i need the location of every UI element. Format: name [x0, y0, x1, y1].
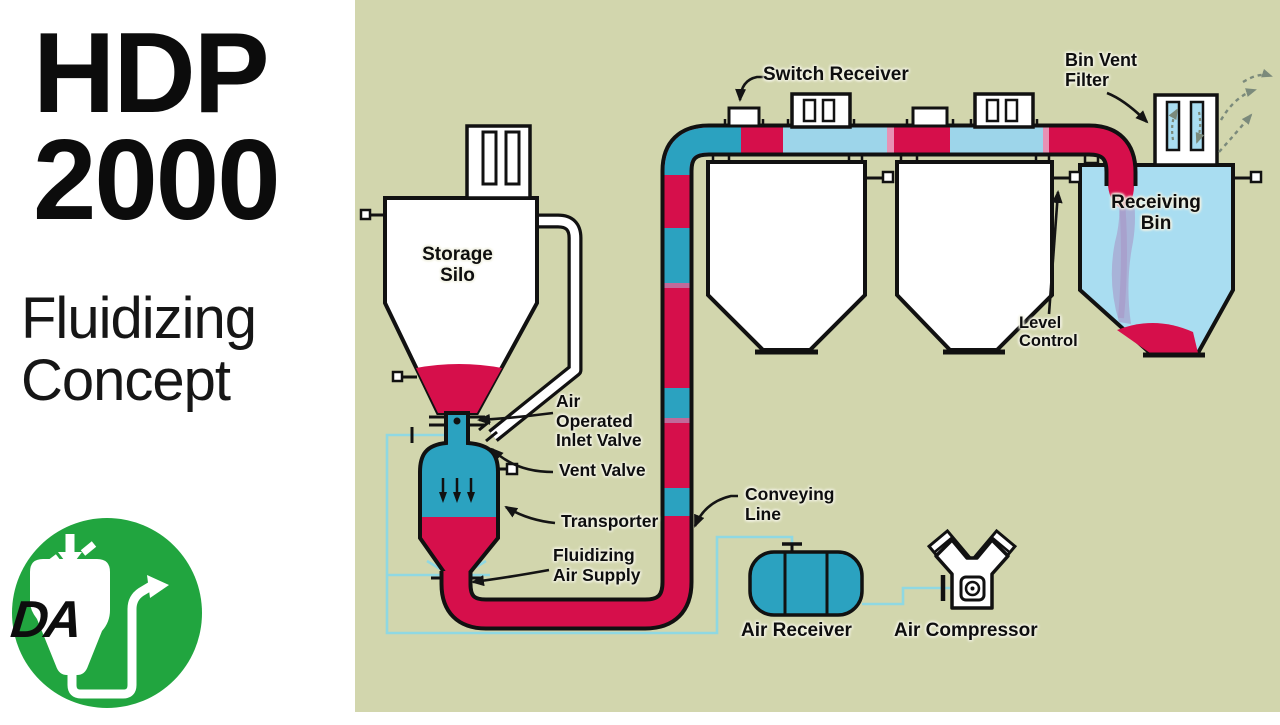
- page-subtitle: Fluidizing Concept: [21, 286, 257, 413]
- hopper-1: [706, 150, 895, 355]
- conveying-line: [439, 119, 1138, 631]
- label-arrows: [471, 75, 1149, 587]
- storage-silo-vent-pipe: [488, 213, 583, 442]
- page-title: HDP 2000: [33, 10, 281, 244]
- air-line-valve-ticks: [410, 427, 946, 601]
- air-receiver: [748, 542, 864, 617]
- receiving-bin: [1078, 150, 1263, 358]
- label-storage-silo: Storage Silo: [422, 244, 493, 287]
- bin-material-pile: [1117, 322, 1198, 353]
- storage-silo: [359, 124, 539, 422]
- pouring-material: [1108, 186, 1134, 208]
- hopper-2: [895, 150, 1082, 355]
- da-logo: DA: [0, 498, 222, 720]
- logo-monogram: DA: [8, 591, 82, 649]
- label-air-compressor: Air Compressor: [894, 620, 1038, 641]
- transporter-flow-arrows: [439, 478, 475, 503]
- air-compressor: [926, 528, 1018, 610]
- logo-vessel-shape: [30, 559, 110, 675]
- label-air-receiver: Air Receiver: [741, 620, 852, 641]
- transporter-material: [420, 517, 498, 575]
- label-switch-receiver: Switch Receiver: [763, 64, 909, 85]
- switch-receiver-boxes: [727, 106, 949, 128]
- label-fluidizing-air-supply: Fluidizing Air Supply: [553, 545, 641, 585]
- title-line-1: HDP: [33, 10, 270, 137]
- label-level-control: Level Control: [1019, 314, 1078, 351]
- silo-material: [416, 364, 502, 413]
- title-line-2: 2000: [33, 117, 281, 244]
- logo-outbound-arrow-icon: [147, 575, 169, 598]
- subtitle-line-2: Concept: [21, 348, 231, 413]
- label-vent-valve: Vent Valve: [559, 460, 646, 480]
- transporter: [418, 411, 519, 580]
- label-bin-vent-filter: Bin Vent Filter: [1065, 50, 1138, 91]
- logo-pipe-shape: [67, 581, 156, 699]
- left-title-panel: HDP 2000 Fluidizing Concept DA: [0, 0, 355, 720]
- label-conveying-line: Conveying Line: [745, 484, 835, 524]
- label-air-operated-inlet-valve: Air Operated Inlet Valve: [556, 391, 642, 451]
- fluidizing-diagram: Switch Receiver Bin Vent Filter Receivin…: [355, 0, 1280, 712]
- exhaust-air-arrows: [1218, 68, 1273, 153]
- hopper-filter-vents: [790, 92, 1035, 129]
- label-transporter: Transporter: [561, 511, 659, 531]
- label-receiving-bin: Receiving Bin: [1111, 192, 1201, 235]
- subtitle-line-1: Fluidizing: [21, 286, 257, 351]
- bin-vent-filter: [1153, 93, 1219, 167]
